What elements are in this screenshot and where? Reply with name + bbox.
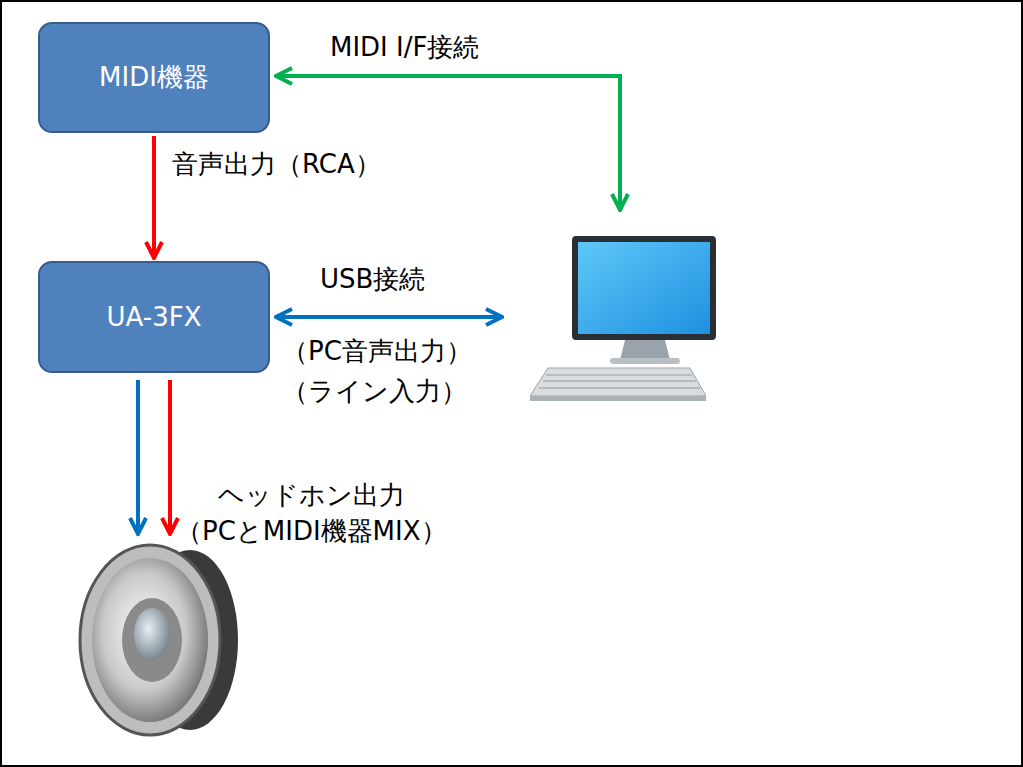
device-box: UA-3FX [38,261,270,373]
note-label: （PC音声出力） [282,334,472,369]
note-label: MIDI I/F接続 [330,30,479,65]
note-label: USB接続 [320,262,425,297]
box-label: MIDI機器 [99,60,209,95]
box-label: UA-3FX [107,302,202,332]
note-label: （PCとMIDI機器MIX） [176,514,447,549]
device-box: MIDI機器 [38,22,270,133]
note-label: ヘッドホン出力 [218,478,405,513]
edge-label: 音声出力（RCA） [172,147,381,182]
note-label: （ライン入力） [282,374,467,409]
audio-arrow [152,136,156,258]
